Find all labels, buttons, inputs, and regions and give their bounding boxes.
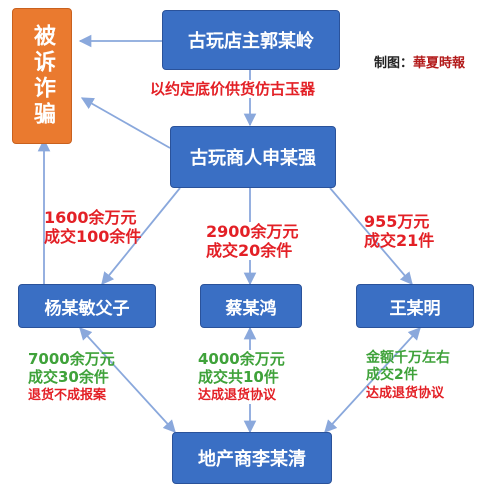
label-li-yang-status: 退货不成报案 (28, 388, 107, 403)
node-yang: 杨某敏父子 (18, 284, 156, 328)
label-shen-cai-count: 成交20余件 (206, 241, 293, 261)
edge-li-yang (79, 327, 176, 433)
edge-shen-yang (101, 187, 181, 285)
node-accused-label: 被诉诈骗 (30, 24, 55, 128)
node-guo-label: 古玩店主郭某岭 (188, 31, 314, 52)
node-accused: 被诉诈骗 (12, 8, 72, 144)
label-shen-wang-count: 成交21件 (364, 231, 435, 251)
credit-brand-logo: 華夏時報 (413, 56, 466, 71)
node-yang-label: 杨某敏父子 (44, 298, 130, 319)
label-li-wang-status: 达成退货协议 (366, 385, 445, 401)
label-li-cai-status: 达成退货协议 (198, 388, 277, 403)
label-guo-shen: 以约定底价供货仿古玉器 (148, 80, 318, 98)
node-li: 地产商李某清 (172, 432, 332, 484)
label-li-yang-count: 成交30余件 (28, 368, 109, 386)
chart-credit: 制图：華夏時報 (374, 52, 465, 71)
node-shen: 古玩商人申某强 (170, 126, 336, 188)
label-shen-yang: 1600余万元 成交100余件 (44, 208, 141, 246)
edge-shen-wang (329, 187, 413, 285)
label-shen-yang-amount: 1600余万元 (44, 208, 137, 227)
label-shen-wang: 955万元 成交21件 (364, 212, 434, 250)
label-li-cai-amount: 4000余万元 (198, 350, 285, 368)
label-li-wang-count: 成交2件 (366, 366, 418, 383)
label-li-yang-amount: 7000余万元 (28, 350, 115, 368)
label-li-yang: 7000余万元 成交30余件 退货不成报案 (28, 350, 115, 404)
label-li-wang: 金额千万左右 成交2件 达成退货协议 (366, 350, 450, 401)
label-shen-yang-count: 成交100余件 (44, 227, 142, 247)
credit-prefix: 制图： (374, 56, 414, 71)
node-guo: 古玩店主郭某岭 (162, 10, 340, 70)
edge-shen-accused (80, 97, 171, 149)
node-shen-label: 古玩商人申某强 (190, 148, 316, 169)
label-li-cai: 4000余万元 成交共10件 达成退货协议 (198, 350, 285, 404)
node-cai: 蔡某鸿 (200, 284, 302, 328)
label-shen-cai-amount: 2900余万元 (206, 222, 299, 241)
edge-li-wang (324, 327, 421, 433)
node-cai-label: 蔡某鸿 (225, 298, 277, 319)
node-li-label: 地产商李某清 (198, 449, 306, 470)
label-shen-wang-amount: 955万元 (364, 212, 430, 231)
node-wang: 王某明 (356, 284, 474, 328)
label-li-cai-count: 成交共10件 (198, 368, 279, 386)
node-wang-label: 王某明 (389, 298, 441, 319)
label-shen-cai: 2900余万元 成交20余件 (206, 222, 299, 261)
label-li-wang-amount: 金额千万左右 (366, 350, 450, 366)
